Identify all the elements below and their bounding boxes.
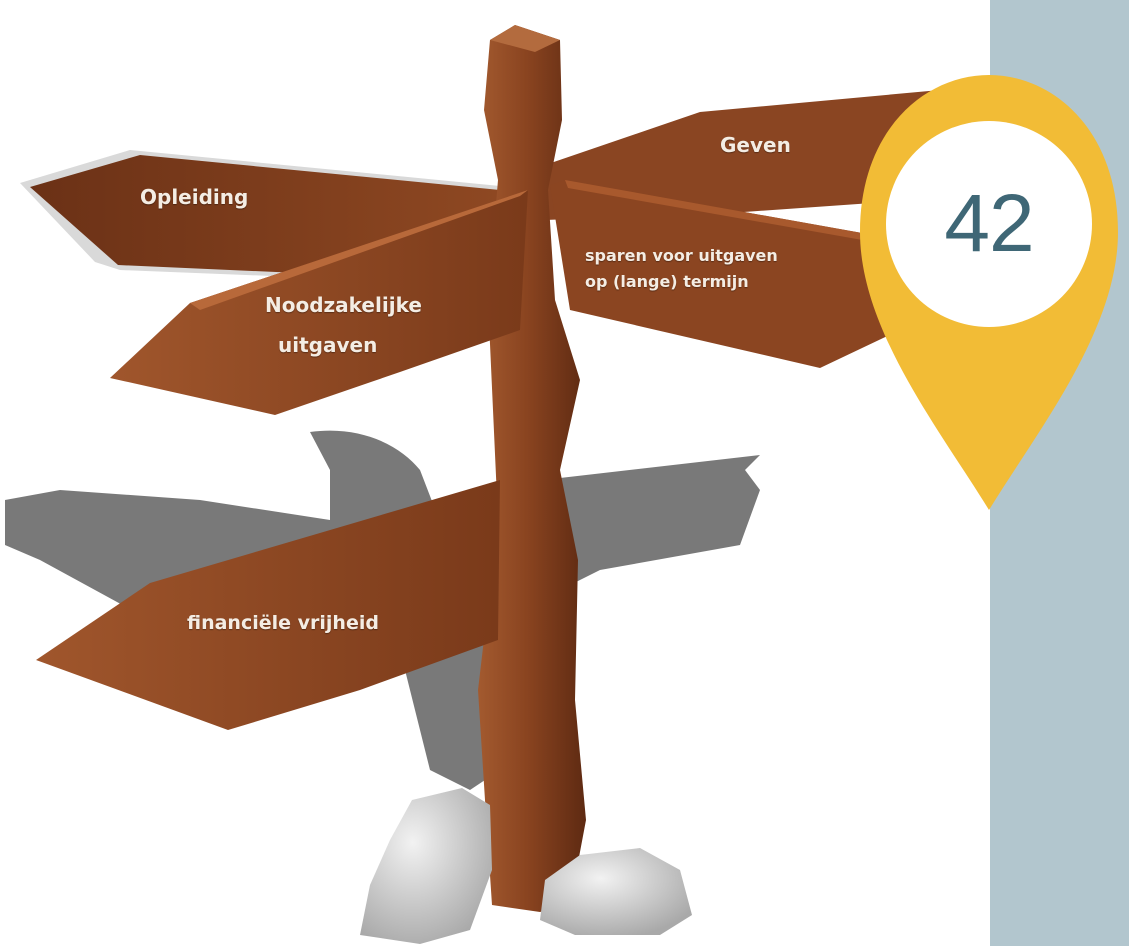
label-sparen-line1: sparen voor uitgaven [585,246,778,265]
label-sparen-line2: op (lange) termijn [585,272,749,291]
rocks [360,788,692,944]
label-vrijheid: financiële vrijheid [187,612,379,634]
label-opleiding: Opleiding [140,185,249,209]
sign-vrijheid [36,480,500,730]
label-geven: Geven [720,133,791,157]
label-noodzakelijk-line2: uitgaven [278,333,378,357]
map-pin-icon [860,75,1118,510]
label-noodzakelijk-line1: Noodzakelijke [265,293,422,317]
sign-noodzakelijk [110,190,528,415]
pin-number: 42 [944,178,1034,269]
sign-sparen [550,180,900,368]
